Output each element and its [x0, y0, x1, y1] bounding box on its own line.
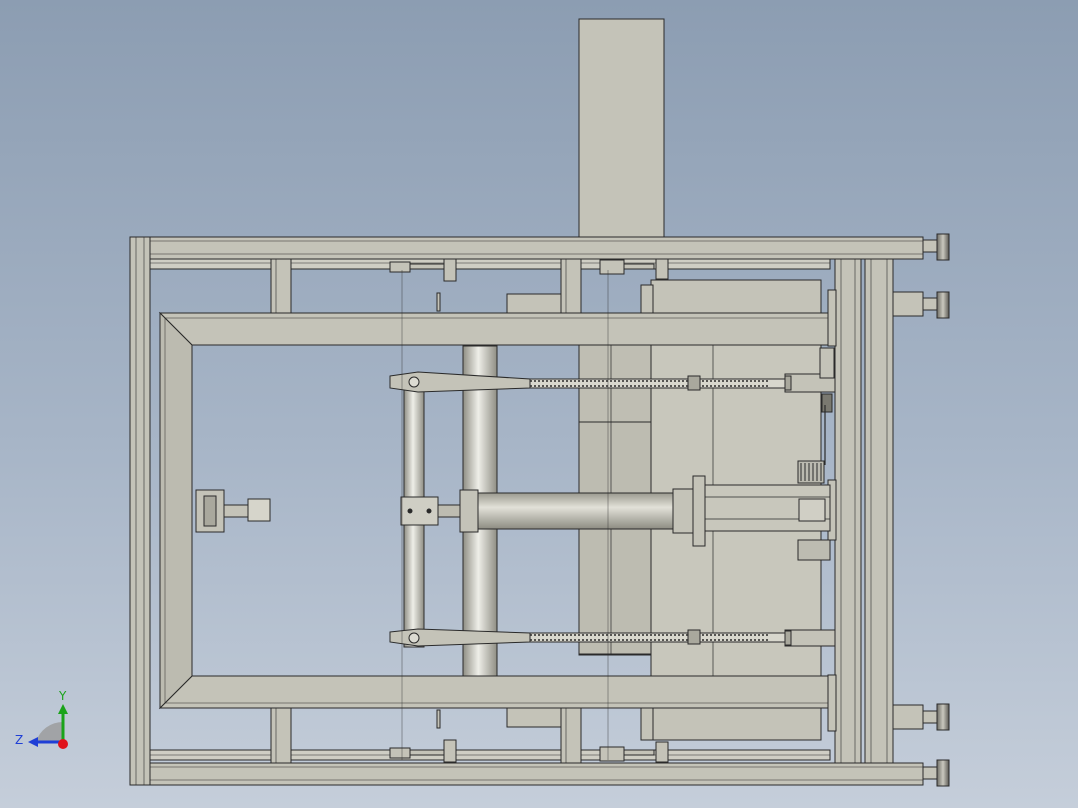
cylinder-rod-clevis[interactable]: [400, 496, 439, 526]
bottom-left-sensor-clamp[interactable]: [443, 739, 457, 763]
upper-riser[interactable]: [640, 284, 654, 314]
top-strut-left[interactable]: [270, 258, 292, 314]
triad-y-label: Y: [58, 689, 67, 703]
left-frame-post[interactable]: [129, 236, 151, 786]
right-side-step-block[interactable]: [797, 539, 831, 561]
left-cylinder-cap[interactable]: [247, 498, 271, 522]
bottom-strut-left[interactable]: [270, 707, 292, 764]
mold-block-lower-lip[interactable]: [650, 707, 822, 741]
bottom-center-sensor-rod[interactable]: [623, 749, 655, 756]
triad-z-arrow: [28, 737, 38, 747]
upper-drive-coupling[interactable]: [821, 393, 833, 413]
right-frame-post-b[interactable]: [864, 258, 894, 764]
triad-z-label: Z: [15, 733, 23, 747]
leveling-foot-bottom-outer[interactable]: [922, 759, 950, 787]
cylinder-rear-motor[interactable]: [798, 498, 826, 522]
cylinder-mount-flange[interactable]: [692, 475, 706, 547]
cylinder-front-cap[interactable]: [459, 489, 479, 533]
upper-drive-housing[interactable]: [819, 347, 835, 379]
top-frame-rail-outer[interactable]: [129, 236, 924, 260]
leveling-foot-top-inner[interactable]: [892, 291, 950, 319]
top-frame-rail-inner[interactable]: [149, 258, 831, 270]
top-left-sensor-rod[interactable]: [409, 263, 445, 270]
bottom-left-sensor-bracket[interactable]: [389, 747, 411, 759]
upper-screw-nut[interactable]: [687, 375, 701, 391]
top-left-sensor-clamp[interactable]: [443, 258, 457, 282]
cylinder-rod-end[interactable]: [437, 504, 461, 518]
right-lower-end-plate[interactable]: [827, 674, 837, 732]
leveling-foot-bottom-inner[interactable]: [892, 703, 950, 731]
lower-screw-thread: [530, 634, 770, 641]
orientation-triad[interactable]: Y Z: [15, 689, 68, 749]
upper-screw-thread: [530, 380, 770, 387]
right-frame-post-a[interactable]: [834, 258, 862, 764]
belt-pulley[interactable]: [797, 460, 825, 484]
top-strut-center[interactable]: [560, 258, 582, 314]
leveling-foot-top-outer[interactable]: [922, 233, 950, 261]
lower-screw-bearing[interactable]: [784, 629, 836, 647]
top-tower-plate[interactable]: [578, 18, 665, 238]
top-left-sensor-pin[interactable]: [436, 292, 441, 312]
bottom-center-sensor-clamp[interactable]: [599, 746, 625, 762]
pulley-teeth: [800, 463, 822, 481]
triad-x-axis-dot: [58, 739, 68, 749]
top-center-sensor-head[interactable]: [655, 258, 669, 280]
cad-model[interactable]: [129, 18, 950, 787]
top-center-sensor-clamp[interactable]: [599, 259, 625, 275]
top-center-sensor-rod[interactable]: [623, 263, 655, 270]
inner-frame-left-member[interactable]: [159, 311, 193, 710]
center-back-plate-inner[interactable]: [578, 421, 652, 655]
bottom-frame-rail-outer[interactable]: [129, 762, 924, 786]
top-left-sensor-bracket[interactable]: [389, 261, 411, 273]
bottom-left-sensor-rod[interactable]: [409, 749, 445, 756]
left-cylinder-rod[interactable]: [223, 504, 249, 518]
mold-block-upper-lip[interactable]: [650, 279, 822, 314]
cylinder-rear-cap[interactable]: [672, 488, 694, 534]
right-upper-end-plate[interactable]: [827, 289, 837, 347]
bottom-left-sensor-pin[interactable]: [436, 709, 441, 729]
lower-riser[interactable]: [640, 707, 654, 741]
lower-screw-nut[interactable]: [687, 629, 701, 645]
triad-arc: [36, 721, 63, 742]
triad-y-arrow: [58, 704, 68, 714]
bottom-center-sensor-head[interactable]: [655, 741, 669, 763]
cylinder-barrel[interactable]: [477, 492, 674, 530]
bottom-strut-center[interactable]: [560, 707, 582, 764]
